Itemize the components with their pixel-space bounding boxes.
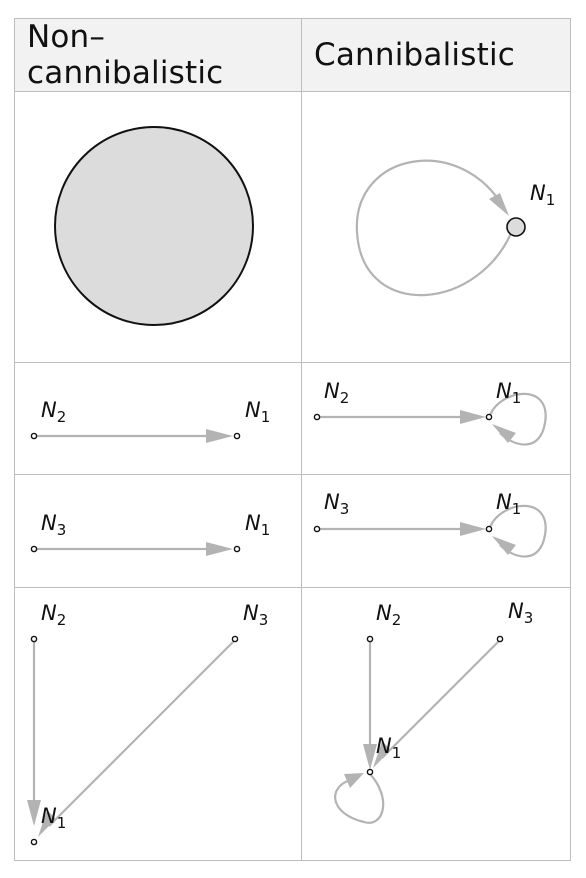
arrowhead xyxy=(38,810,56,837)
label-n2: N2 xyxy=(376,601,401,629)
cell-single-cannibalistic: N1 xyxy=(301,91,571,363)
row-n2-n3-n1: N2 N3 N1 N2 N3 N1 xyxy=(14,587,571,861)
node-n1 xyxy=(506,217,526,237)
label-n1: N1 xyxy=(41,804,66,832)
label-n3: N3 xyxy=(243,601,268,629)
node-n1 xyxy=(233,545,241,553)
node-n3 xyxy=(30,545,38,553)
node-n3 xyxy=(313,525,321,533)
node-n2 xyxy=(366,635,374,643)
label-n2: N2 xyxy=(41,601,66,629)
header-cannibalistic: Cannibalistic xyxy=(301,18,571,92)
cell-n3-n1-non-cannibalistic: N3 N1 xyxy=(14,474,302,588)
graph-three-species-cannibalistic: N2 N3 N1 xyxy=(334,599,533,824)
arrowhead xyxy=(373,741,391,768)
header-non-cannibalistic: Non–cannibalistic xyxy=(14,18,302,92)
node-large-circle xyxy=(54,126,254,326)
food-web-table: Non–cannibalistic Cannibalistic N1 xyxy=(14,18,571,861)
arrowhead xyxy=(460,522,486,536)
node-n2 xyxy=(30,432,38,440)
label-n3: N3 xyxy=(508,599,533,627)
self-loop-edge xyxy=(488,392,547,446)
graph-n2-n1-non-cannibalistic: N2 N1 xyxy=(30,398,270,443)
graph-single-non-cannibalistic xyxy=(54,126,254,326)
cell-three-species-non-cannibalistic: N2 N3 N1 xyxy=(14,587,302,861)
label-n1: N1 xyxy=(376,734,401,762)
self-loop-edge xyxy=(334,773,385,824)
cell-single-non-cannibalistic xyxy=(14,91,302,363)
label-n3: N3 xyxy=(41,511,66,539)
arrowhead xyxy=(492,424,516,443)
node-n1 xyxy=(366,768,374,776)
edge-n3-to-n1 xyxy=(48,639,236,827)
arrowhead xyxy=(344,773,364,788)
header-row: Non–cannibalistic Cannibalistic xyxy=(14,18,571,92)
label-n1: N1 xyxy=(245,511,270,539)
graph-n3-n1-cannibalistic: N3 N1 xyxy=(313,490,547,558)
node-n1 xyxy=(485,413,493,421)
graph-three-species-non-cannibalistic: N2 N3 N1 xyxy=(27,601,268,846)
node-n2 xyxy=(30,635,38,643)
node-n2 xyxy=(313,413,321,421)
arrowhead xyxy=(206,429,233,443)
label-n2: N2 xyxy=(324,379,349,407)
cell-n2-n1-cannibalistic: N2 N1 xyxy=(301,362,571,475)
node-n1 xyxy=(485,525,493,533)
arrowhead xyxy=(206,542,233,556)
node-n1 xyxy=(30,838,38,846)
label-n1: N1 xyxy=(245,398,270,426)
graph-n2-n1-cannibalistic: N2 N1 xyxy=(313,379,547,446)
label-n1: N1 xyxy=(496,490,521,518)
arrowhead xyxy=(27,800,41,826)
label-n2: N2 xyxy=(41,398,66,426)
cell-n3-n1-cannibalistic: N3 N1 xyxy=(301,474,571,588)
row-n2-n1: N2 N1 N2 N1 xyxy=(14,362,571,475)
node-n3 xyxy=(496,635,504,643)
label-n3: N3 xyxy=(324,490,349,518)
row-single-species: N1 xyxy=(14,91,571,363)
edge-n3-to-n1 xyxy=(381,639,501,759)
row-n3-n1: N3 N1 N3 N1 xyxy=(14,474,571,588)
arrowhead xyxy=(492,536,516,555)
node-n1 xyxy=(233,432,241,440)
label-n1: N1 xyxy=(530,181,555,209)
node-n3 xyxy=(231,635,239,643)
arrowhead xyxy=(489,193,509,216)
graph-n3-n1-non-cannibalistic: N3 N1 xyxy=(30,511,270,556)
cell-n2-n1-non-cannibalistic: N2 N1 xyxy=(14,362,302,475)
arrowhead xyxy=(363,744,377,770)
cell-three-species-cannibalistic: N2 N3 N1 xyxy=(301,587,571,861)
label-n1: N1 xyxy=(496,379,521,407)
self-loop-edge xyxy=(488,504,547,558)
graph-single-cannibalistic: N1 xyxy=(355,159,555,297)
self-loop-edge xyxy=(355,159,516,297)
arrowhead xyxy=(460,410,486,424)
